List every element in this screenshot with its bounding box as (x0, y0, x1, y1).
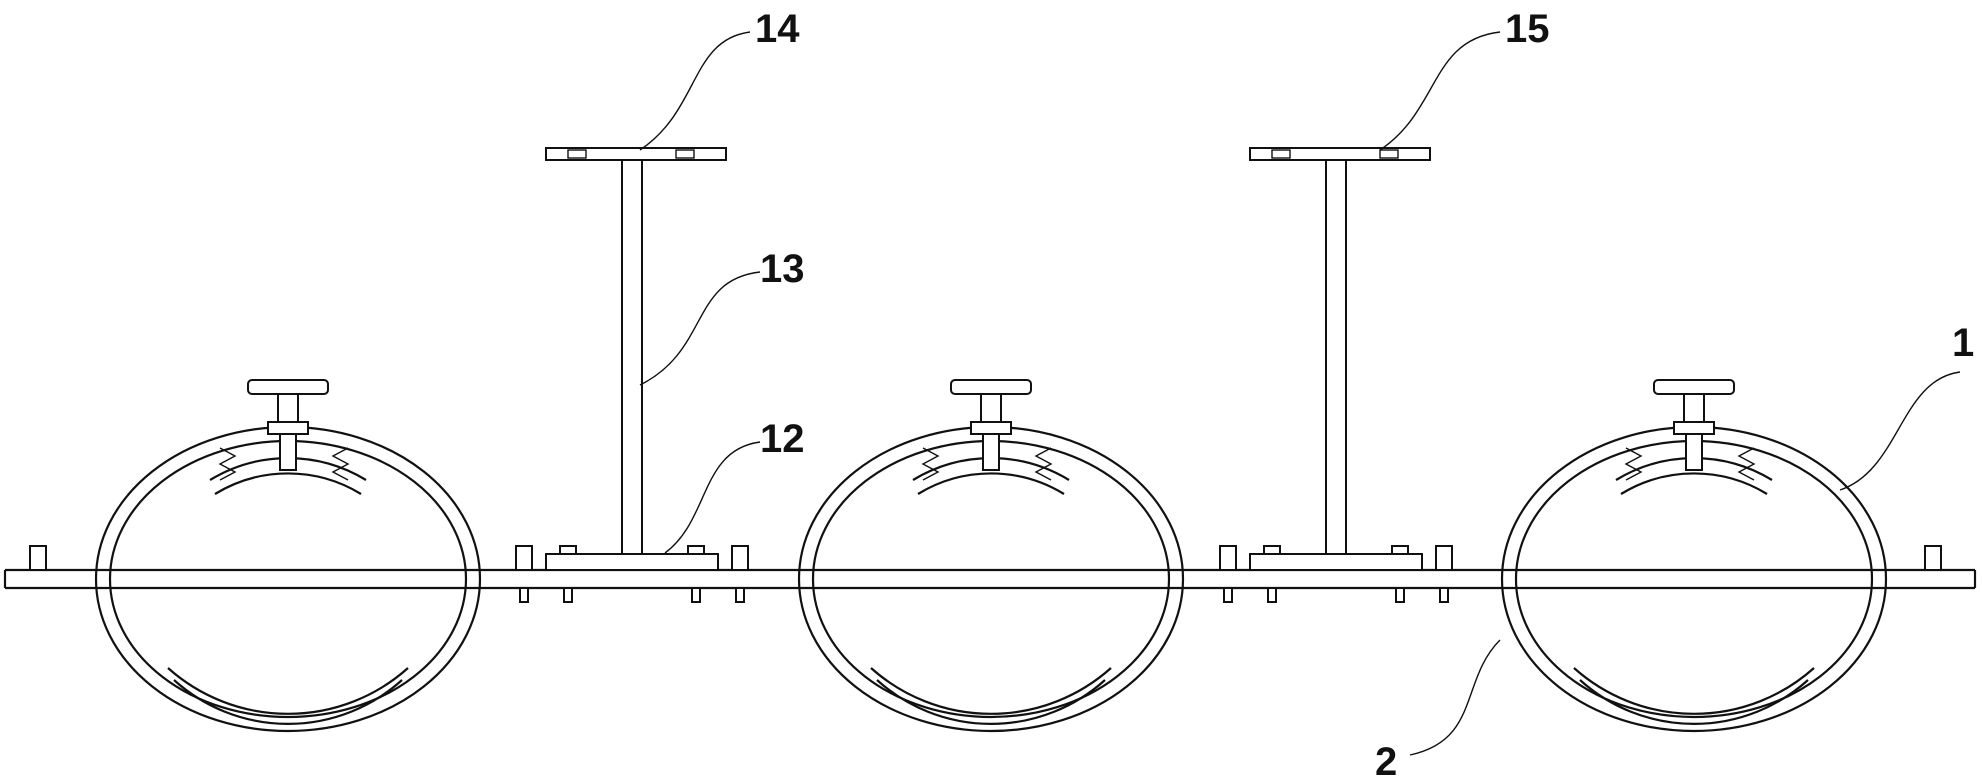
bolts (29, 545, 1942, 603)
label-13: 13 (760, 247, 805, 291)
connecting-beam (3, 568, 1977, 590)
hanger-support-right (1249, 147, 1431, 571)
label-12: 12 (760, 417, 805, 461)
leader-lines (639, 31, 1961, 756)
label-14: 14 (755, 7, 800, 51)
label-15: 15 (1505, 7, 1550, 51)
hanger-support-left (545, 147, 727, 571)
pipe-clamp-middle (797, 379, 1185, 733)
label-2: 2 (1375, 740, 1397, 783)
pipe-clamp-left (94, 379, 482, 733)
label-1: 1 (1952, 321, 1974, 365)
pipe-clamp-right (1500, 379, 1888, 733)
